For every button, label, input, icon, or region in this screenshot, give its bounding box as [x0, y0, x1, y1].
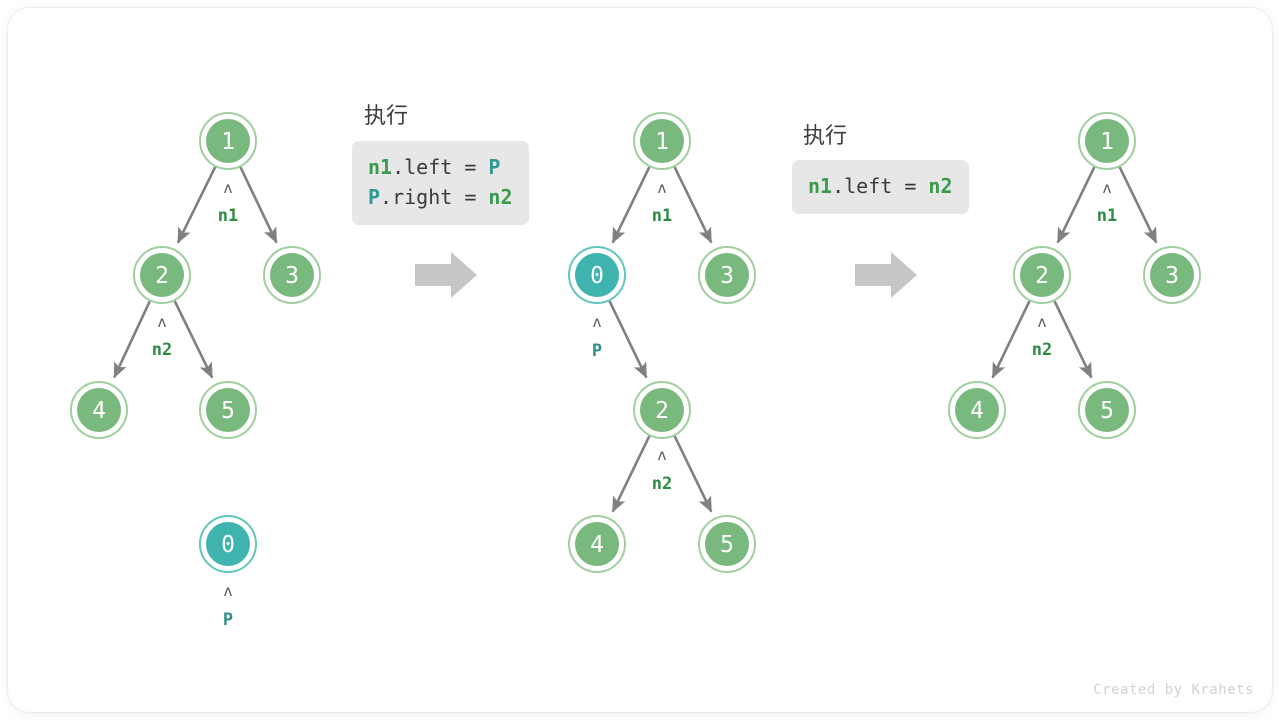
- pointer-label: P: [223, 610, 233, 630]
- code-token: P: [488, 155, 501, 179]
- code-token: .right =: [380, 185, 489, 209]
- tree-node: 4: [948, 381, 1006, 439]
- pointer-caret-icon: ʌ: [592, 313, 601, 331]
- code-block-step-3: n1.left = n2: [792, 160, 969, 214]
- code-token: n2: [928, 174, 953, 198]
- tree-edge: [113, 300, 151, 379]
- pointer-caret-icon: ʌ: [1037, 313, 1046, 331]
- exec-label-step-2: 执行: [364, 103, 409, 128]
- tree-node: 5: [1078, 381, 1136, 439]
- tree-node: 3: [263, 246, 321, 304]
- tree-node: 2: [633, 381, 691, 439]
- tree-node-value: 5: [1100, 398, 1114, 424]
- pointer-label: n2: [152, 340, 172, 360]
- pointer-label: n1: [218, 206, 238, 226]
- tree-node-value: 0: [590, 263, 604, 289]
- tree-edge: [173, 300, 214, 379]
- tree-edge: [673, 435, 713, 513]
- tree-node-value: 5: [221, 398, 235, 424]
- exec-label-step-3: 执行: [803, 123, 848, 148]
- tree-node: 4: [568, 515, 626, 573]
- tree-nodes: 1 2 3 4 5 0 1 0 3 2 4 5 1 2 3 4 5: [70, 112, 1201, 573]
- tree-node-value: 2: [1035, 263, 1049, 289]
- step-arrow-icon: [855, 252, 917, 298]
- tree-node-value: 1: [655, 129, 669, 155]
- tree-node-value: 3: [285, 263, 299, 289]
- code-line: P.right = n2: [368, 182, 513, 212]
- tree-edge: [611, 435, 651, 513]
- pointer-caret-icon: ʌ: [223, 582, 232, 600]
- tree-node: 0: [199, 515, 257, 573]
- tree-node: 3: [698, 246, 756, 304]
- pointer-caret-icon: ʌ: [157, 313, 166, 331]
- pointer-label: n1: [652, 206, 672, 226]
- tree-node: 1: [1078, 112, 1136, 170]
- tree-node: 4: [70, 381, 128, 439]
- pointer-label: n2: [1032, 340, 1052, 360]
- tree-edge: [611, 166, 651, 244]
- pointer-label: n1: [1097, 206, 1117, 226]
- code-token: n1: [808, 174, 833, 198]
- tree-node: 2: [1013, 246, 1071, 304]
- tree-node: 3: [1143, 246, 1201, 304]
- tree-node: 0: [568, 246, 626, 304]
- tree-node: 1: [199, 112, 257, 170]
- tree-edge: [176, 166, 217, 244]
- pointer-caret-icon: ʌ: [657, 446, 666, 464]
- pointer-caret-icon: ʌ: [223, 179, 232, 197]
- tree-node-value: 1: [1100, 129, 1114, 155]
- pointer-caret-icon: ʌ: [1102, 179, 1111, 197]
- tree-node-value: 0: [221, 532, 235, 558]
- tree-edge: [1053, 300, 1093, 379]
- code-token: P: [368, 185, 381, 209]
- pointer-label: n2: [652, 474, 672, 494]
- tree-node-value: 2: [155, 263, 169, 289]
- code-token: n1: [368, 155, 393, 179]
- code-line: n1.left = n2: [808, 171, 953, 201]
- tree-node-value: 1: [221, 129, 235, 155]
- tree-edge: [608, 300, 648, 379]
- tree-node-value: 4: [970, 398, 984, 424]
- tree-edge: [673, 166, 713, 244]
- tree-node: 5: [698, 515, 756, 573]
- tree-node-value: 4: [92, 398, 106, 424]
- tree-node: 1: [633, 112, 691, 170]
- tree-edge: [239, 166, 278, 244]
- code-line: n1.left = P: [368, 152, 513, 182]
- code-token: n2: [488, 185, 513, 209]
- tree-node-value: 2: [655, 398, 669, 424]
- watermark-credit: Created by Krahets: [1093, 682, 1254, 698]
- pointer-label: P: [592, 341, 602, 361]
- tree-edges: [113, 166, 1158, 513]
- tree-node-value: 5: [720, 532, 734, 558]
- tree-edge: [1056, 166, 1096, 244]
- tree-node-value: 4: [590, 532, 604, 558]
- tree-edge: [1118, 166, 1158, 244]
- tree-node: 2: [133, 246, 191, 304]
- step-transition-arrows: [415, 252, 917, 298]
- tree-node-value: 3: [1165, 263, 1179, 289]
- code-token: .left =: [832, 174, 929, 198]
- code-token: .left =: [392, 155, 489, 179]
- tree-node: 5: [199, 381, 257, 439]
- tree-edge: [991, 300, 1031, 379]
- pointer-caret-icon: ʌ: [657, 179, 666, 197]
- step-arrow-icon: [415, 252, 477, 298]
- tree-node-value: 3: [720, 263, 734, 289]
